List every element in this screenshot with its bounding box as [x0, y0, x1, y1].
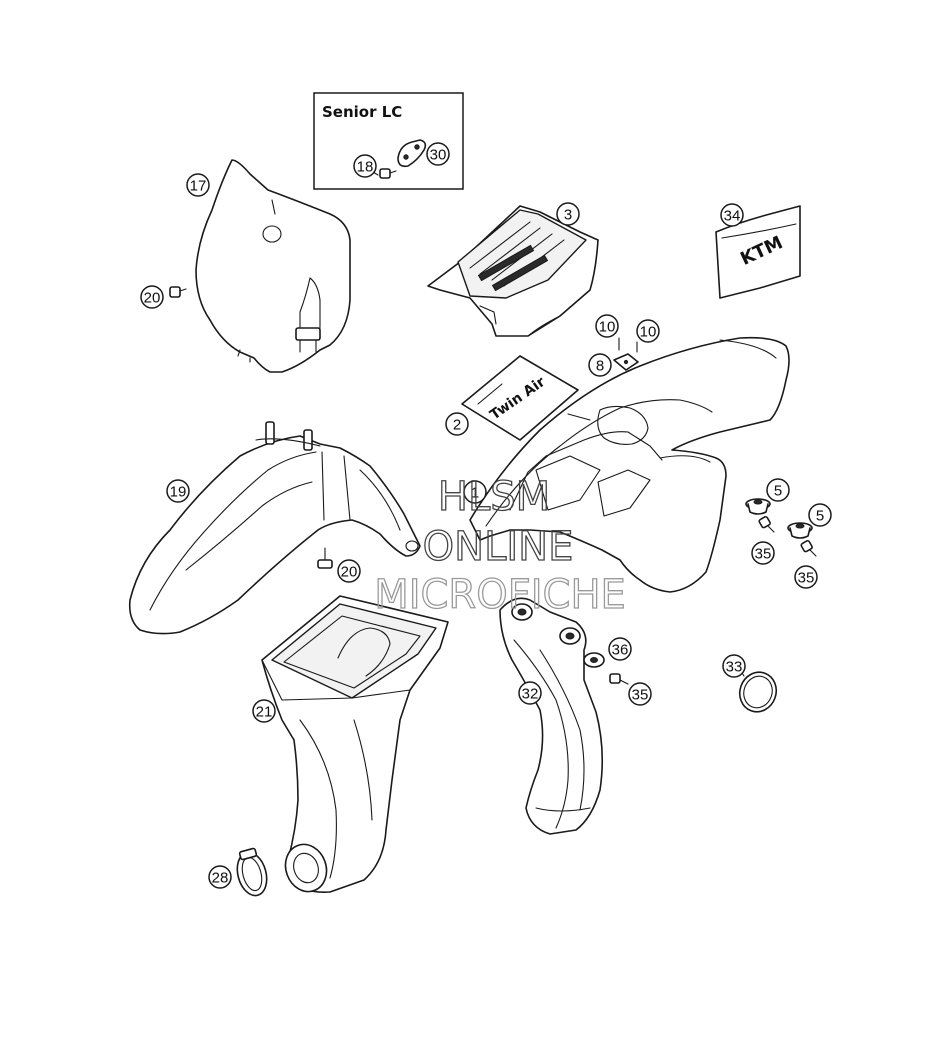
callout-1-label: 1: [471, 485, 479, 502]
callout-18-label: 18: [357, 159, 374, 176]
bracket-30-part: [397, 139, 427, 168]
callout-19: 19: [166, 479, 190, 503]
screw-35-upper-part: [758, 515, 775, 533]
callout-32: 32: [518, 681, 542, 705]
callouts: 18 30 17 20 3 34 10 10 8 2 19 1 5 5 35 3…: [140, 142, 832, 889]
callout-8: 8: [588, 353, 612, 377]
callout-17-label: 17: [190, 178, 207, 195]
callout-28: 28: [208, 865, 232, 889]
callout-28-label: 28: [212, 870, 229, 887]
callout-18: 18: [353, 154, 377, 178]
callout-30: 30: [426, 142, 450, 166]
air-box-21: [261, 595, 449, 894]
callout-5-lower-label: 5: [816, 508, 824, 525]
callout-34: 34: [720, 203, 744, 227]
screw-35-lower-part: [800, 539, 817, 557]
rear-fender-1: [469, 336, 790, 593]
grommet-36-part: [583, 652, 605, 668]
callout-36: 36: [608, 637, 632, 661]
grommet-5-lower-part: [787, 522, 813, 539]
grommet-5-upper-part: [745, 498, 771, 515]
screws-10-part: [618, 337, 638, 353]
callout-3: 3: [556, 202, 580, 226]
senior-lc-inset: Senior LC: [313, 92, 464, 190]
callout-33-label: 33: [726, 659, 743, 676]
number-plate-17: [195, 159, 351, 373]
callout-20-lower: 20: [337, 559, 361, 583]
callout-36-label: 36: [612, 642, 629, 659]
callout-35-lower: 35: [794, 565, 818, 589]
callout-3-label: 3: [564, 207, 572, 224]
watermark-line-1: HLSM: [438, 474, 550, 520]
callout-20-top-label: 20: [144, 290, 161, 307]
callout-35-middle: 35: [628, 682, 652, 706]
callout-32-label: 32: [522, 686, 539, 703]
front-fender-19: [128, 421, 421, 635]
screw-20-lower-part: [317, 547, 333, 569]
callout-33: 33: [722, 654, 746, 678]
clamp-28-part: [236, 847, 268, 897]
watermark: HLSM ONLINE MICROFICHE: [374, 473, 627, 618]
sticker-34: KTM: [715, 205, 801, 299]
callout-10-right: 10: [636, 319, 660, 343]
callout-30-label: 30: [430, 147, 447, 164]
watermark-line-2: ONLINE: [423, 524, 574, 570]
screw-35-middle-part: [609, 673, 629, 685]
callout-5-upper: 5: [766, 478, 790, 502]
callout-21-label: 21: [256, 704, 273, 721]
callout-35-middle-label: 35: [632, 687, 649, 704]
callout-10-left: 10: [595, 314, 619, 338]
clamp-33-part: [738, 669, 778, 713]
callout-20-top: 20: [140, 285, 164, 309]
callout-10-right-label: 10: [640, 324, 657, 341]
callout-5-upper-label: 5: [774, 483, 782, 500]
intake-cover-32: [499, 597, 604, 835]
callout-2: 2: [445, 412, 469, 436]
callout-8-label: 8: [596, 358, 604, 375]
callout-1: 1: [463, 480, 487, 504]
screw-20-top-part: [169, 286, 187, 298]
callout-17: 17: [186, 173, 210, 197]
callout-2-label: 2: [453, 417, 461, 434]
watermark-line-3: MICROFICHE: [374, 572, 626, 618]
callout-35-upper-label: 35: [755, 546, 772, 563]
callout-35-lower-label: 35: [798, 570, 815, 587]
callout-35-upper: 35: [751, 541, 775, 565]
callout-5-lower: 5: [808, 503, 832, 527]
callout-20-lower-label: 20: [341, 564, 358, 581]
callout-21: 21: [252, 699, 276, 723]
callout-34-label: 34: [724, 208, 741, 225]
callout-19-label: 19: [170, 484, 187, 501]
clip-8-part: [613, 353, 639, 371]
inset-title: Senior LC: [322, 103, 402, 121]
air-filter-2: Twin Air: [461, 355, 579, 441]
callout-10-left-label: 10: [599, 319, 616, 336]
filter-cover-3: [427, 205, 599, 337]
